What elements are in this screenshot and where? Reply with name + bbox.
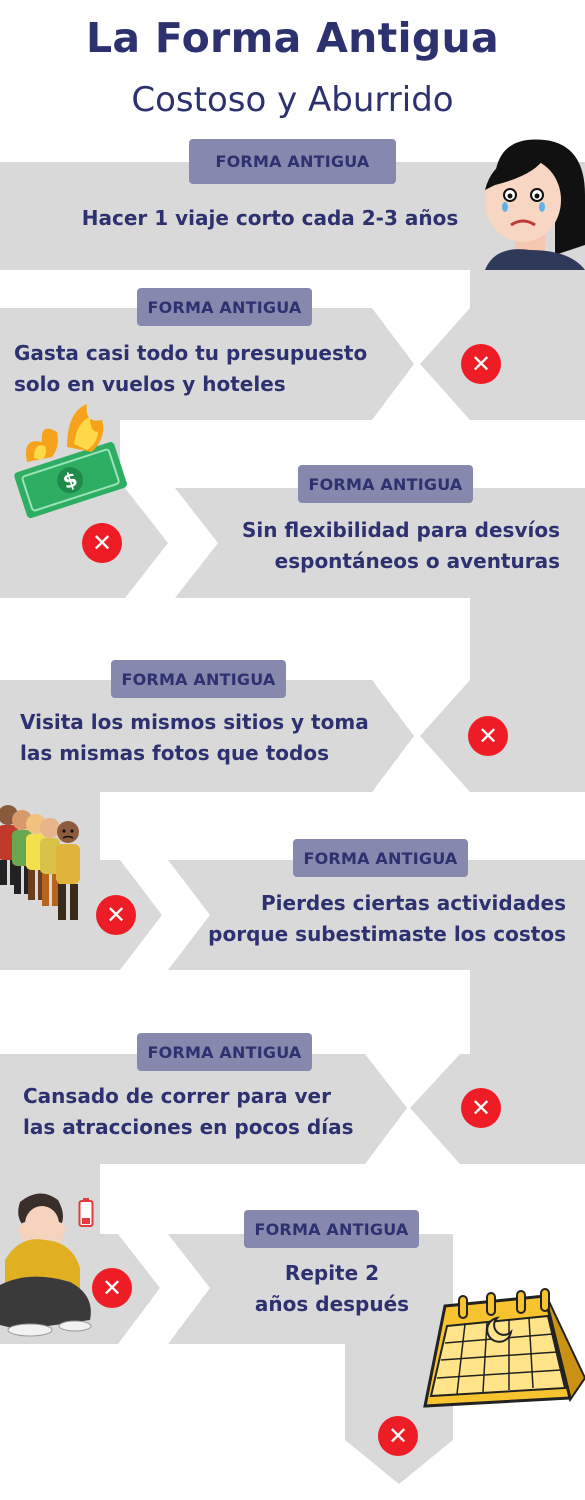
page-title: La Forma Antigua [85, 14, 500, 62]
final-x-icon: ✕ [378, 1416, 418, 1456]
step-3-line-1: Sin flexibilidad para desvíos [241, 518, 560, 542]
crowd-icon [0, 805, 80, 920]
step-6-line-2: las atracciones en pocos días [23, 1115, 354, 1139]
step-7-x-icon: ✕ [92, 1268, 132, 1308]
tired-person-icon [0, 1193, 92, 1337]
step-7-text: Repite 2 años después [222, 1258, 442, 1320]
page-subtitle: Costoso y Aburrido [131, 80, 454, 120]
sad-woman-icon [485, 139, 585, 270]
step-2-x-icon: ✕ [461, 344, 501, 384]
step-1-badge: FORMA ANTIGUA [189, 139, 396, 184]
step-7-badge: FORMA ANTIGUA [244, 1210, 419, 1248]
step-2-line-1: Gasta casi todo tu presupuesto [14, 341, 368, 365]
step-1-text: Hacer 1 viaje corto cada 2-3 años [81, 206, 459, 230]
step-6-text: Cansado de correr para ver las atraccion… [23, 1081, 393, 1143]
step-5-badge: FORMA ANTIGUA [293, 839, 468, 877]
step-4-text: Visita los mismos sitios y toma las mism… [20, 707, 400, 769]
step-2-badge: FORMA ANTIGUA [137, 288, 312, 326]
step-2-line-2: solo en vuelos y hoteles [14, 372, 286, 396]
burning-money-icon: $ [14, 404, 127, 519]
step-4-line-1: Visita los mismos sitios y toma [20, 710, 369, 734]
low-battery-icon [78, 1198, 94, 1227]
calendar-icon [423, 1288, 585, 1408]
step-3-text: Sin flexibilidad para desvíos espontáneo… [200, 515, 560, 577]
step-3-x-icon: ✕ [82, 523, 122, 563]
step-4-x-icon: ✕ [468, 716, 508, 756]
step-5-line-1: Pierdes ciertas actividades [260, 891, 566, 915]
step-6-x-icon: ✕ [461, 1088, 501, 1128]
step-4-badge: FORMA ANTIGUA [111, 660, 286, 698]
step-6-badge: FORMA ANTIGUA [137, 1033, 312, 1071]
step-5-x-icon: ✕ [96, 895, 136, 935]
step-3-badge: FORMA ANTIGUA [298, 465, 473, 503]
step-6-line-1: Cansado de correr para ver [23, 1084, 331, 1108]
step-7-line-2: años después [254, 1292, 410, 1316]
step-5-line-2: porque subestimaste los costos [208, 922, 566, 946]
step-7-line-1: Repite 2 [284, 1261, 380, 1285]
step-4-line-2: las mismas fotos que todos [20, 741, 329, 765]
step-2-text: Gasta casi todo tu presupuesto solo en v… [14, 338, 394, 400]
step-5-text: Pierdes ciertas actividades porque subes… [190, 888, 566, 950]
step-3-line-2: espontáneos o aventuras [274, 549, 560, 573]
